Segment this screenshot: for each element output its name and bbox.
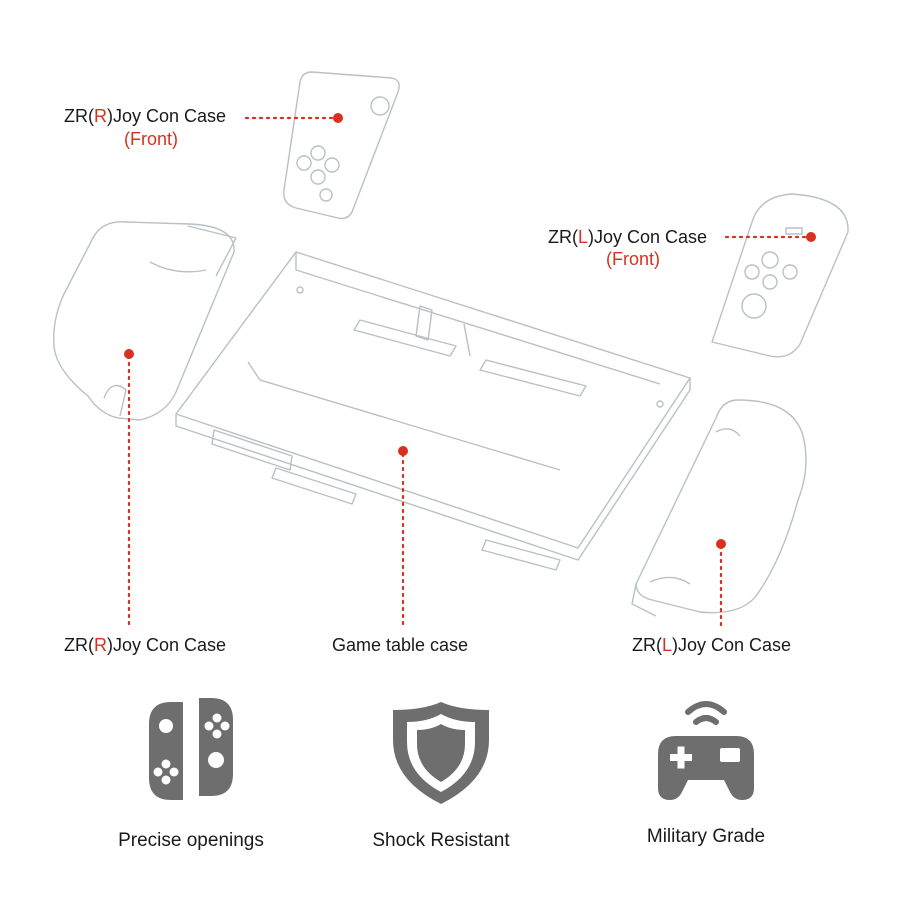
feature-shock-resistant: Shock Resistant [341,700,541,852]
left-joycon-front-case [711,193,849,358]
right-joycon-front-case [283,71,400,220]
feature-precise-openings: Precise openings [91,696,291,852]
joycon-icon [149,698,233,800]
game-table-case [175,251,691,571]
left-joycon-back-case [631,399,807,617]
label-left-front: ZR(L)Joy Con Case [548,227,708,247]
label-right-back: ZR(R)Joy Con Case [64,635,227,655]
label-left-back: ZR(L)Joy Con Case [632,635,792,655]
marker-right-front [333,113,343,123]
marker-left-front [806,232,816,242]
feature-military-grade: Military Grade [606,696,806,848]
marker-table [398,446,408,456]
marker-left-back [716,539,726,549]
shield-icon [393,702,489,804]
right-joycon-back-case [53,221,237,421]
label-right-front-sub: (Front) [124,129,178,149]
label-left-front-sub: (Front) [606,249,660,269]
label-right-front: ZR(R)Joy Con Case [64,106,227,126]
label-table: Game table case [332,635,469,655]
marker-right-back [124,349,134,359]
gamepad-wireless-icon [658,701,754,800]
